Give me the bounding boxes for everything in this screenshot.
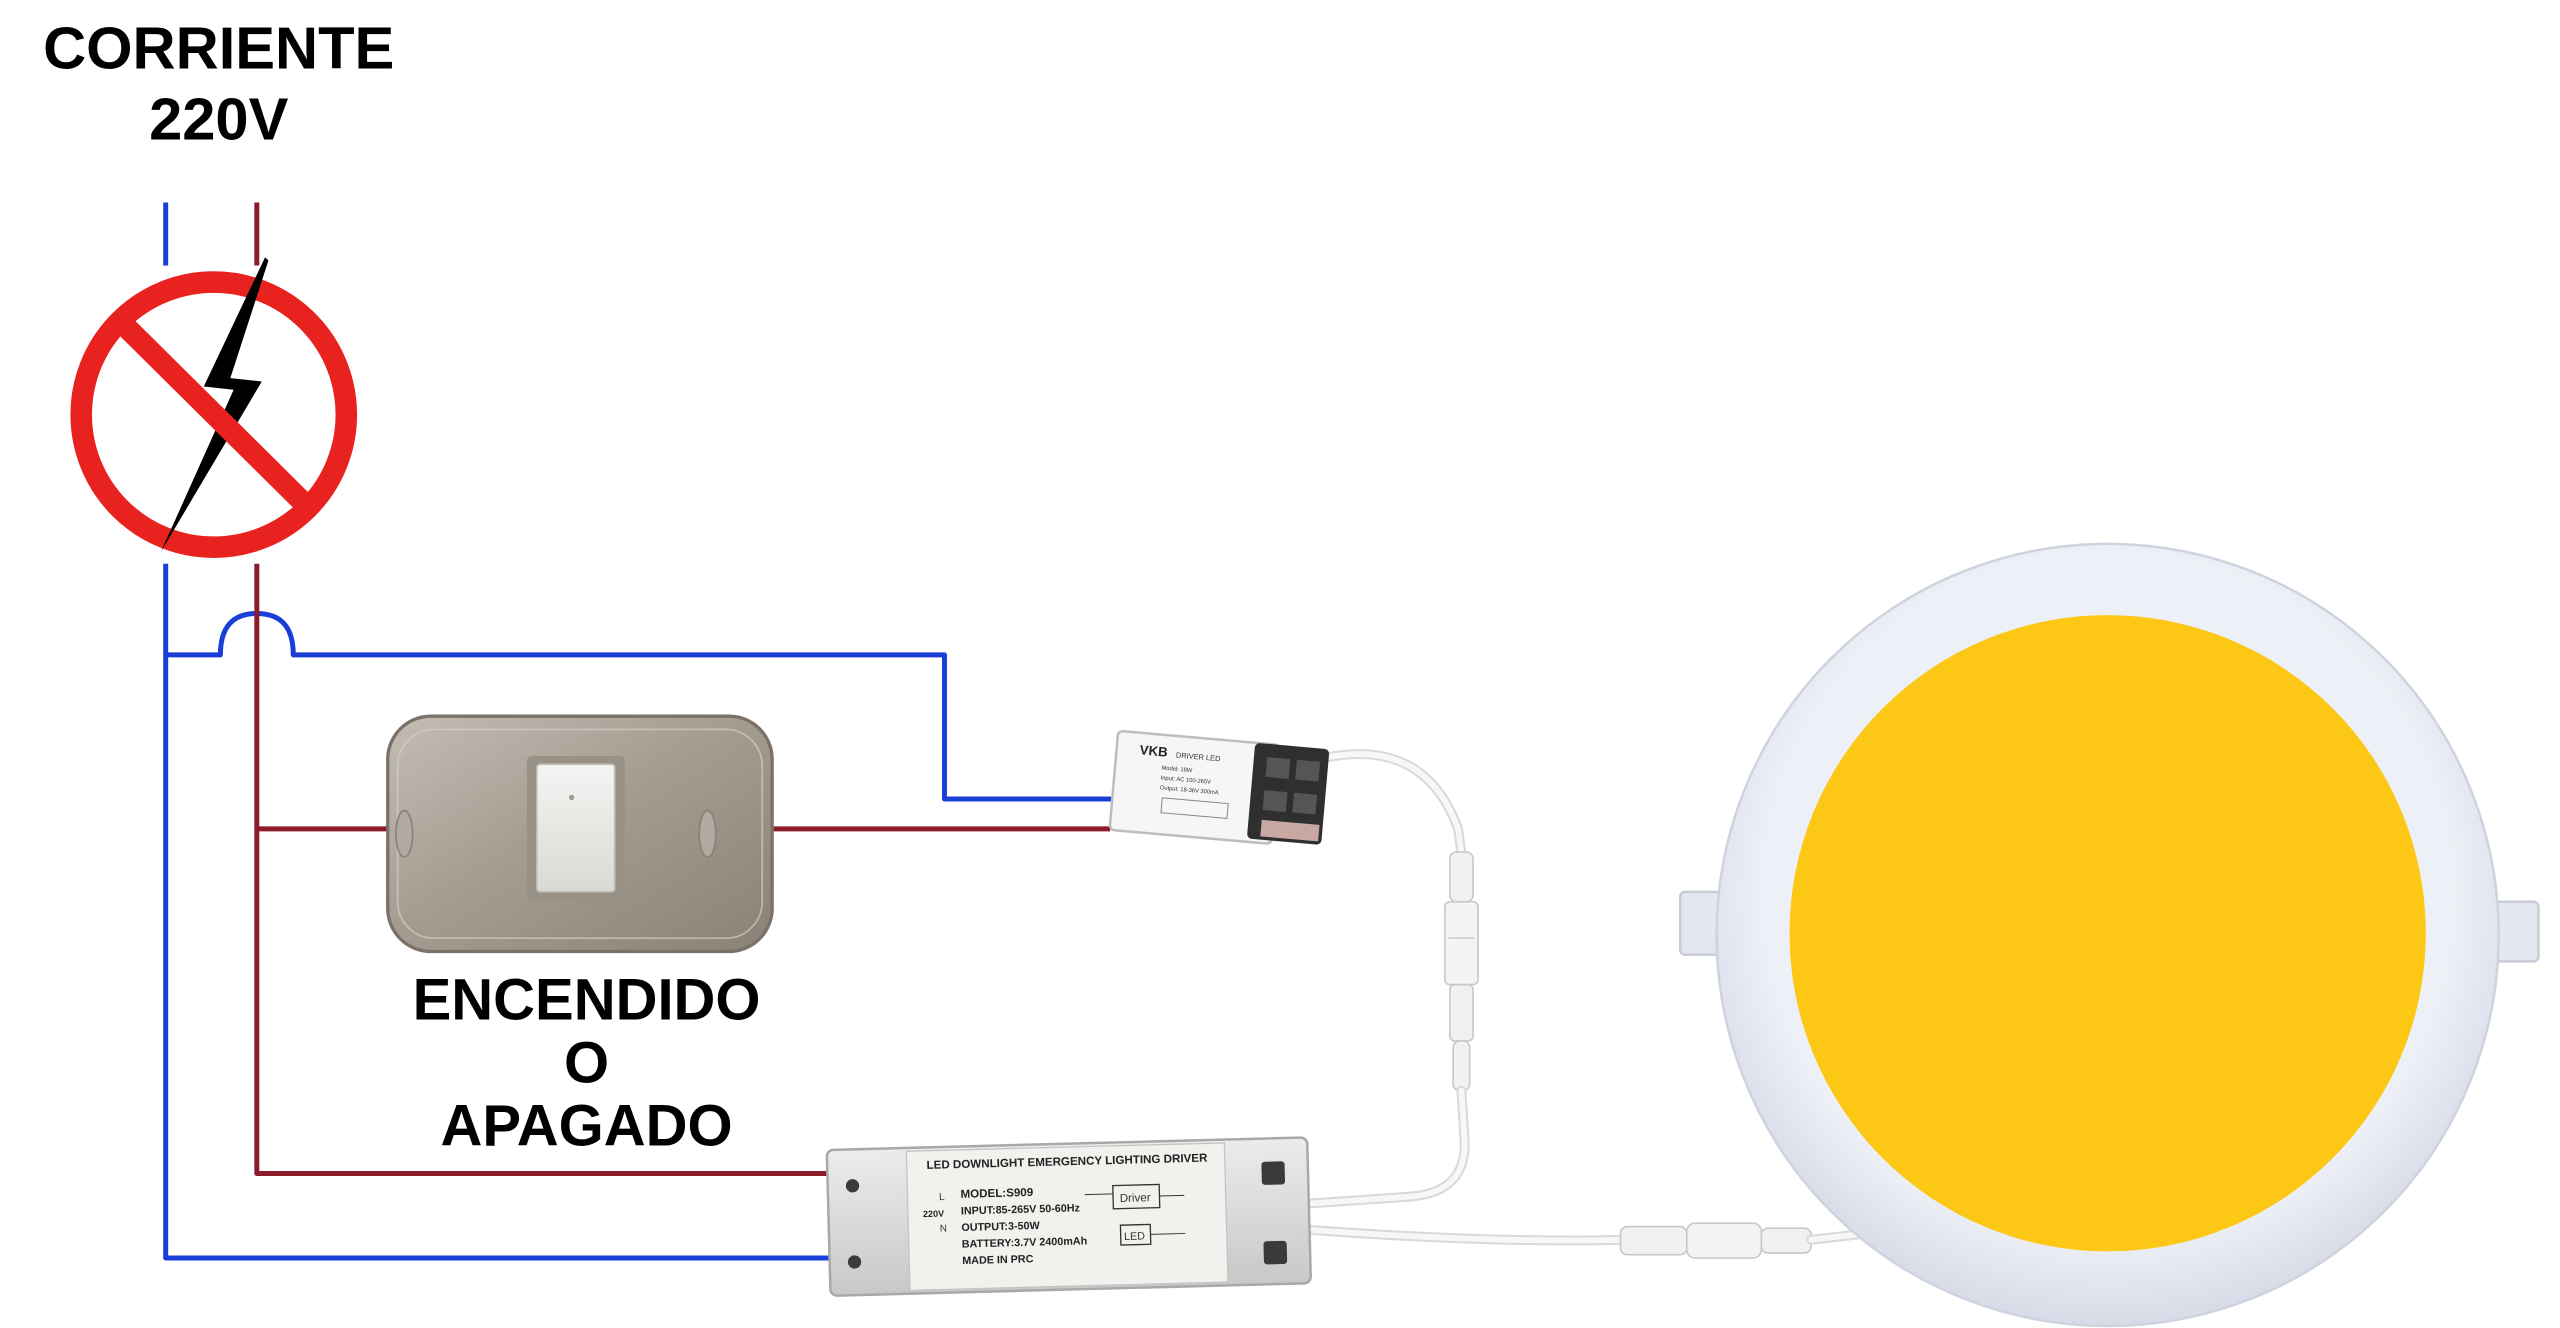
led-driver-spec-2: Input: AC 100-265V bbox=[1160, 775, 1211, 785]
panel-connector bbox=[1619, 1222, 1812, 1259]
dc-connector bbox=[1444, 851, 1479, 1092]
supply-title-line1: CORRIENTE bbox=[43, 14, 394, 81]
line-wiring bbox=[254, 563, 1111, 1177]
wall-switch bbox=[386, 714, 774, 954]
emergency-driver: LED DOWNLIGHT EMERGENCY LIGHTING DRIVER … bbox=[825, 1136, 1312, 1297]
led-driver: VKB DRIVER LED Model: 18W Input: AC 100-… bbox=[1108, 729, 1330, 845]
emergency-driver-output: OUTPUT:3-50W bbox=[961, 1220, 1040, 1234]
led-driver-title: DRIVER LED bbox=[1176, 750, 1222, 763]
led-driver-spec-1: Model: 18W bbox=[1161, 765, 1193, 774]
switch-label-line3: APAGADO bbox=[441, 1094, 733, 1158]
emergency-driver-label bbox=[905, 1142, 1229, 1292]
led-driver-output-cable bbox=[1320, 749, 1467, 859]
no-electricity-icon bbox=[70, 257, 358, 558]
led-driver-spec-3: Output: 18-36V 300mA bbox=[1159, 785, 1219, 796]
switch-label-line2: O bbox=[564, 1031, 609, 1095]
rocker-button bbox=[536, 763, 616, 893]
emergency-driver-voltage: 220V bbox=[923, 1209, 945, 1220]
neutral-to-emergency-driver bbox=[163, 563, 829, 1261]
line-to-emergency-driver bbox=[254, 563, 837, 1177]
emergency-driver-led-label: LED bbox=[1124, 1230, 1145, 1243]
led-driver-brand: VKB bbox=[1139, 742, 1168, 759]
emergency-driver-l-label: L bbox=[939, 1192, 945, 1203]
panel-light bbox=[1789, 615, 2426, 1252]
lightning-bolt-icon bbox=[160, 257, 269, 553]
emergency-driver-origin: MADE IN PRC bbox=[962, 1253, 1034, 1267]
emergency-driver-n-label: N bbox=[940, 1223, 947, 1234]
led-panel bbox=[1678, 542, 2540, 1328]
emergency-driver-battery: BATTERY:3.7V 2400mAh bbox=[962, 1235, 1088, 1250]
supply-title-line2: 220V bbox=[149, 86, 289, 153]
emergency-driver-input: INPUT:85-265V 50-60Hz bbox=[961, 1202, 1080, 1217]
emergency-driver-model: MODEL:S909 bbox=[960, 1187, 1034, 1201]
prohibition-slash bbox=[113, 314, 316, 515]
emergency-driver-driver-label: Driver bbox=[1120, 1192, 1151, 1205]
switch-label-line1: ENCENDIDO bbox=[413, 968, 761, 1032]
